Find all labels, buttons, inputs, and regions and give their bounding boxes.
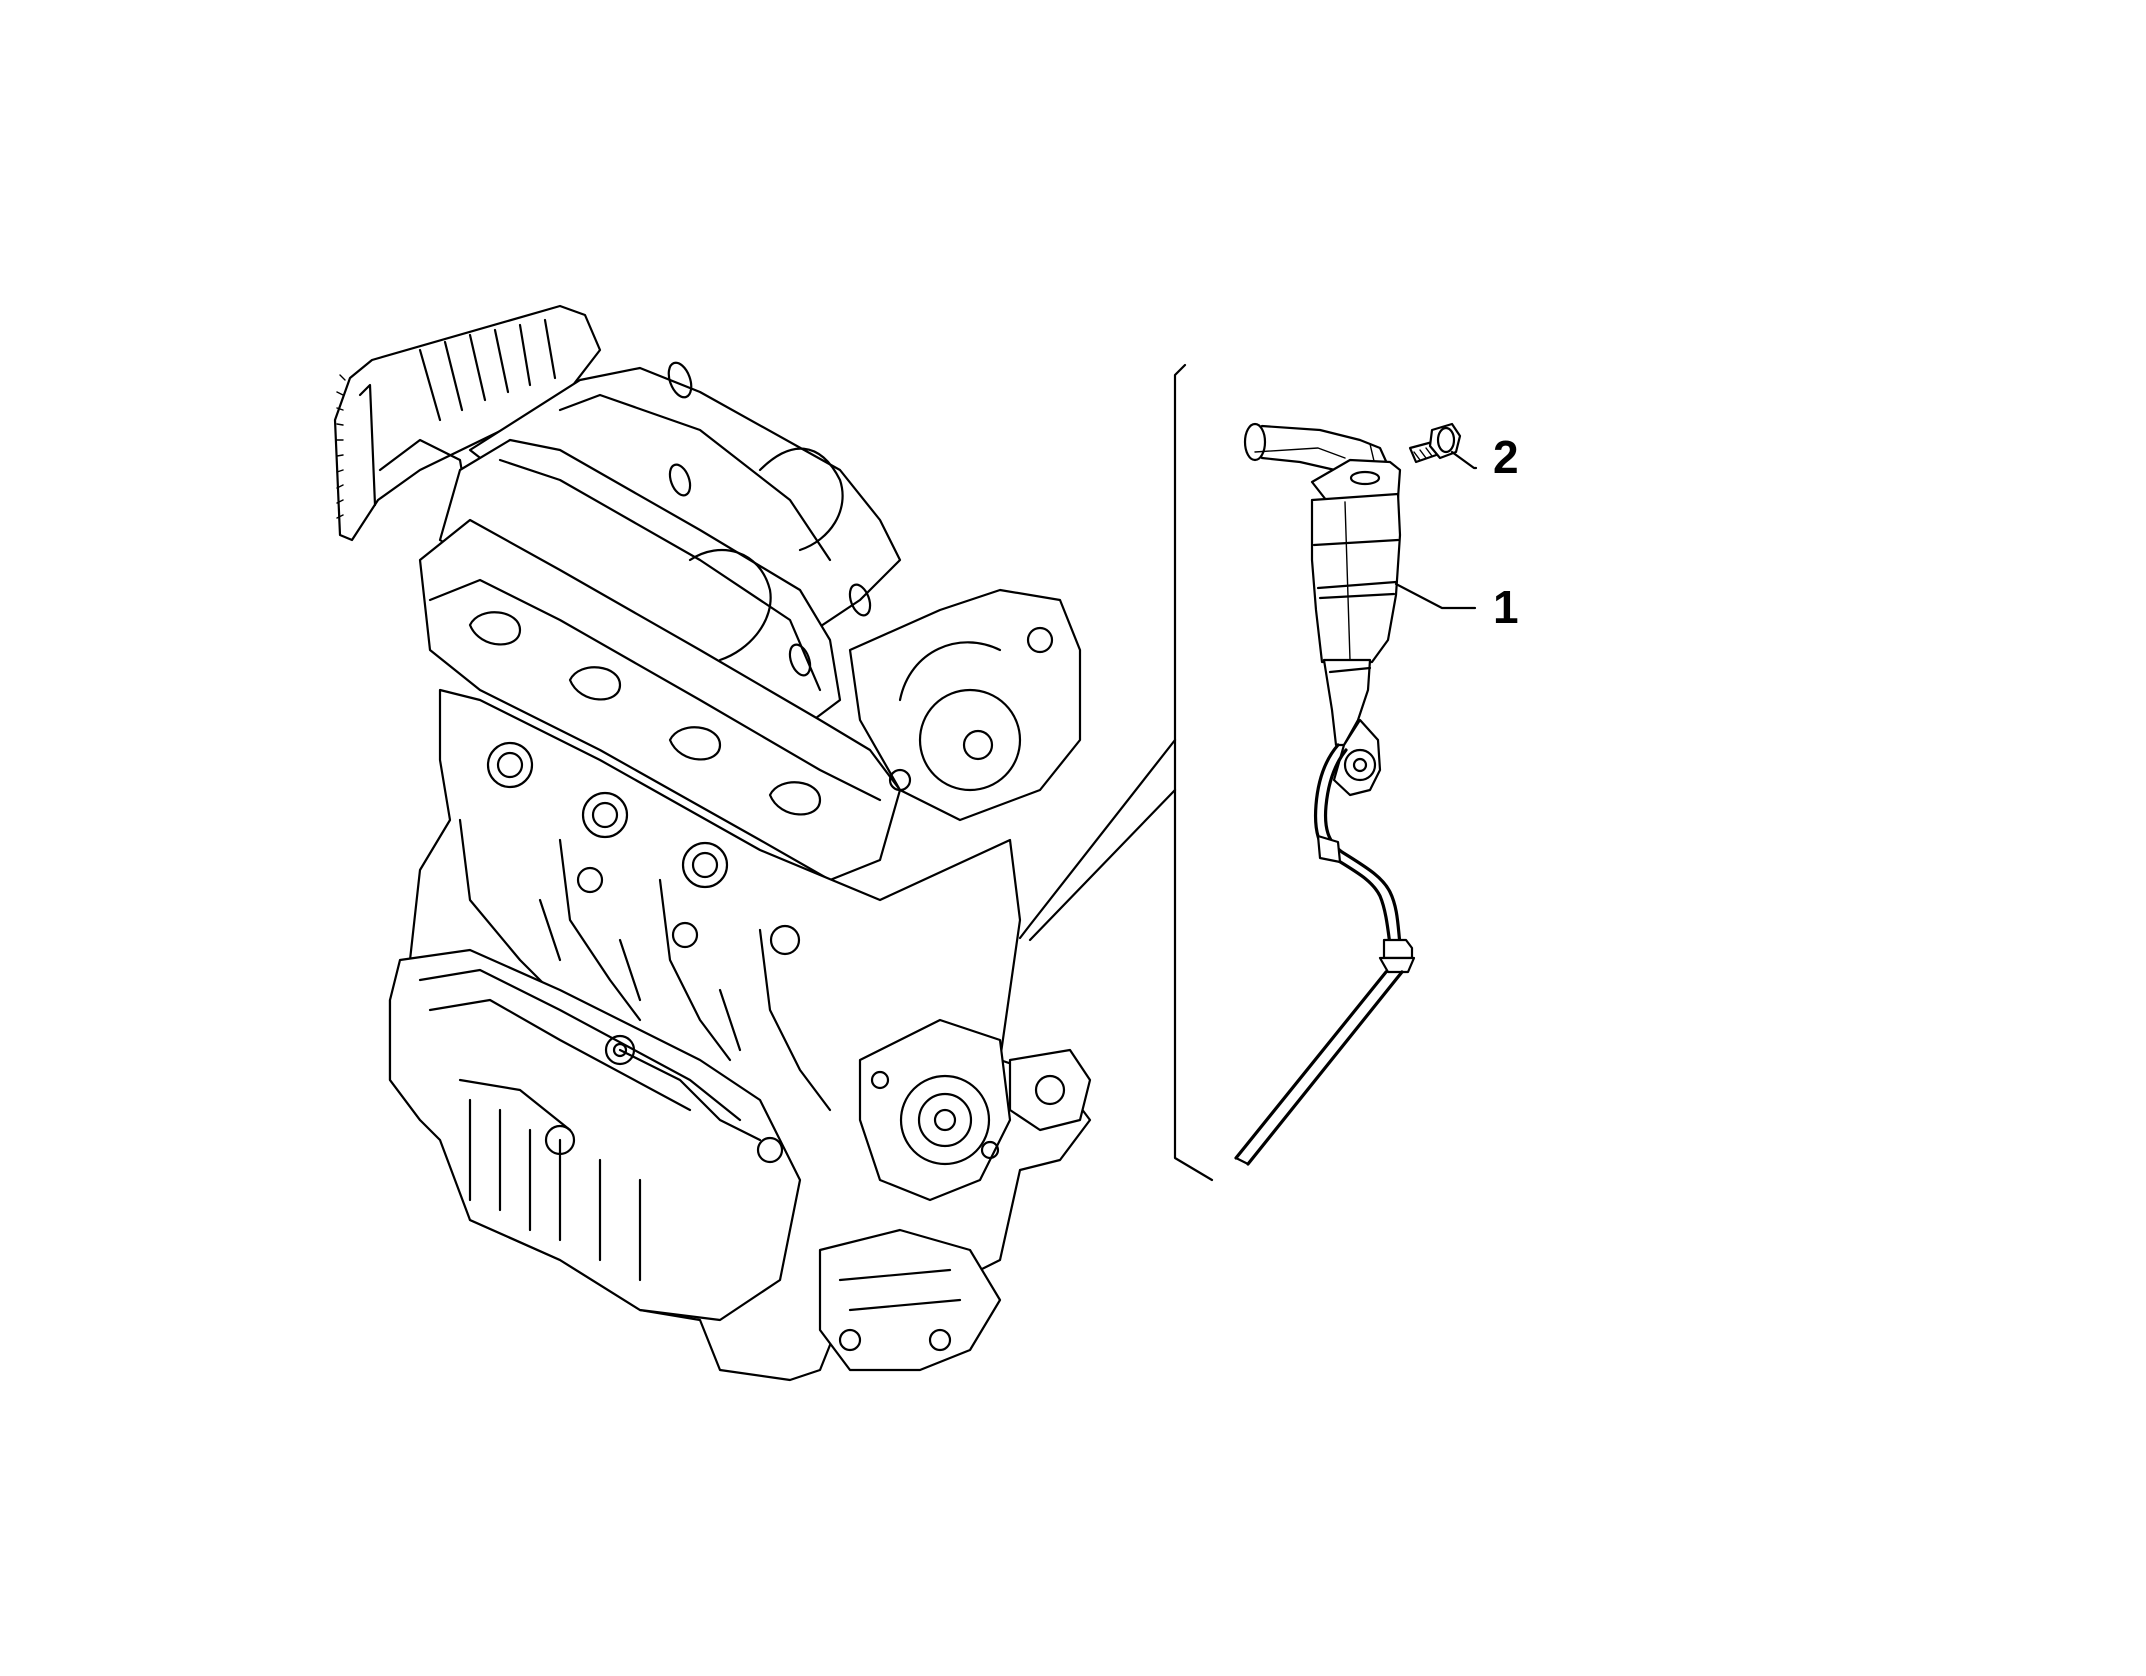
bolt-drawing [1408,422,1462,464]
group-bracket [1018,363,1214,1182]
callout-number-2: 2 [1493,431,1519,483]
dipstick-tube-assembly-drawing [1234,422,1416,1166]
callout-number-1: 1 [1493,581,1519,633]
leader-line-1 [1394,582,1477,610]
leader-line-2 [1450,450,1478,470]
engine-block-drawing [333,304,1092,1382]
leader-lines [1394,450,1478,610]
